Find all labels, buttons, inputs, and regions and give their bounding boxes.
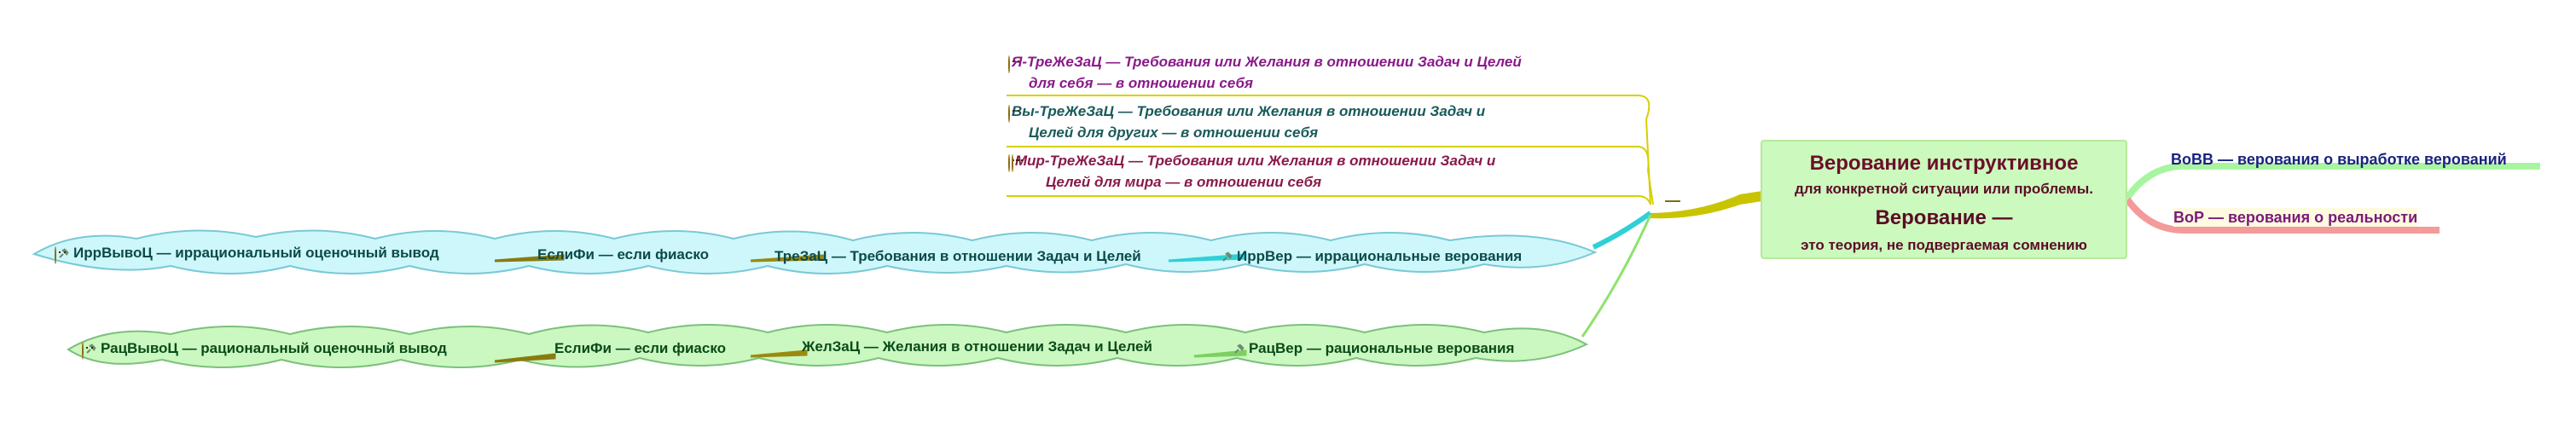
topic-label: РацВывоЦ — рациональный оценочный вывод [101,340,447,356]
rac-topic-zhelzats[interactable]: ЖелЗаЦ — Желания в отношении Задач и Цел… [802,338,1152,356]
note-line-1: Я-ТреЖеЗаЦ — Требования или Желания в от… [1012,54,1522,70]
rac-arrow-2 [750,349,808,358]
rac-branch [67,324,1589,368]
note-ya-trezhezats[interactable]: Я-ТреЖеЗаЦ — Требования или Желания в от… [1008,53,1522,93]
topic-label: ЕслиФи — если фиаско [554,340,727,356]
smiley-icon [55,246,56,264]
topic-label: ИррВывоЦ — иррациональный оценочный выво… [73,245,439,261]
irr-wave-shape [32,229,1598,274]
note-line-2: Целей для мира — в отношении себя [1046,174,1322,190]
note-mir-trezhezats[interactable]: Мир-ТреЖеЗаЦ — Требования или Желания в … [1008,152,1495,192]
right-connector-1 [2124,163,2540,200]
irr-topic-trezats[interactable]: ТреЗаЦ — Требования в отношении Задач и … [775,247,1141,266]
note2-underline [1007,146,1654,205]
topic-label: ЖелЗаЦ — Желания в отношении Задач и Цел… [802,338,1152,355]
topic-label: ЕслиФи — если фиаско [537,246,710,263]
top-notes-lines [1007,95,1654,205]
note-line-1: Вы-ТреЖеЗаЦ — Требования или Желания в о… [1012,103,1486,119]
right-topic-abbr: ВоР [2173,209,2204,226]
topic-label: ТреЗаЦ — Требования в отношении Задач и … [775,248,1141,264]
hub-dash: — [1665,192,1680,209]
rac-arrow-3 [494,353,556,363]
irr-topic-eslifi[interactable]: ЕслиФи — если фиаско [537,245,709,264]
central-subtitle: для конкретной ситуации или проблемы. [1794,181,2094,197]
right-topic-vor[interactable]: ВоР — верования о реальности [2173,208,2418,227]
topic-label: ИррВер — иррациональные верования [1237,248,1523,264]
rac-topic-racvyvots[interactable]: РацВывоЦ — рациональный оценочный вывод [82,339,447,361]
central-definition-title: Верование — [1875,206,2013,229]
note3-underline [1007,195,1651,205]
smiley-icon [1008,154,1010,172]
irr-branch [32,229,1598,274]
irr-arrow-3 [494,254,565,263]
right-topic-text: — верования о реальности [2204,209,2418,226]
hub-connector [1646,191,1762,219]
right-topic-text: — верования о выработке верований [2213,151,2507,168]
central-title: Верование инструктивное [1809,152,2079,175]
irr-arrow-1 [1168,253,1247,263]
smiley-icon [82,342,84,360]
smiley-icon [1008,105,1010,123]
pin-icon [59,248,69,258]
pin-icon [1234,344,1244,354]
central-topic[interactable]: Верование инструктивное для конкретной с… [1761,140,2127,259]
central-definition: это теория, не подвергаемая сомнению [1801,237,2087,253]
note-line-1: Мир-ТреЖеЗаЦ — Требования или Желания в … [1015,153,1496,169]
right-connector-2 [2124,197,2440,234]
smiley-icon [1012,154,1013,172]
irr-branch-connector [1592,211,1652,250]
rac-arrow-1 [1193,349,1247,358]
irr-topic-irrvyvots[interactable]: ИррВывоЦ — иррациональный оценочный выво… [55,244,439,265]
pin-icon [1222,251,1233,262]
smiley-icon [1008,55,1010,73]
right-topic-abbr: ВоВВ [2171,151,2213,168]
pin-icon [86,344,96,354]
note-line-2: для себя — в отношении себя [1029,75,1254,91]
topic-label: РацВер — рациональные верования [1249,340,1515,356]
rac-topic-eslifi[interactable]: ЕслиФи — если фиаско [554,339,726,358]
note1-underline [1007,95,1651,205]
note-vy-trezhezats[interactable]: Вы-ТреЖеЗаЦ — Требования или Желания в о… [1008,102,1485,142]
irr-topic-irrver[interactable]: ИррВер — иррациональные верования [1221,247,1522,266]
rac-topic-racver[interactable]: РацВер — рациональные верования [1233,339,1514,358]
irr-arrow-2 [750,254,825,263]
right-topic-vovv[interactable]: ВоВВ — верования о выработке верований [2171,150,2507,169]
note-line-2: Целей для других — в отношении себя [1029,124,1319,141]
rac-branch-connector [1581,214,1652,338]
